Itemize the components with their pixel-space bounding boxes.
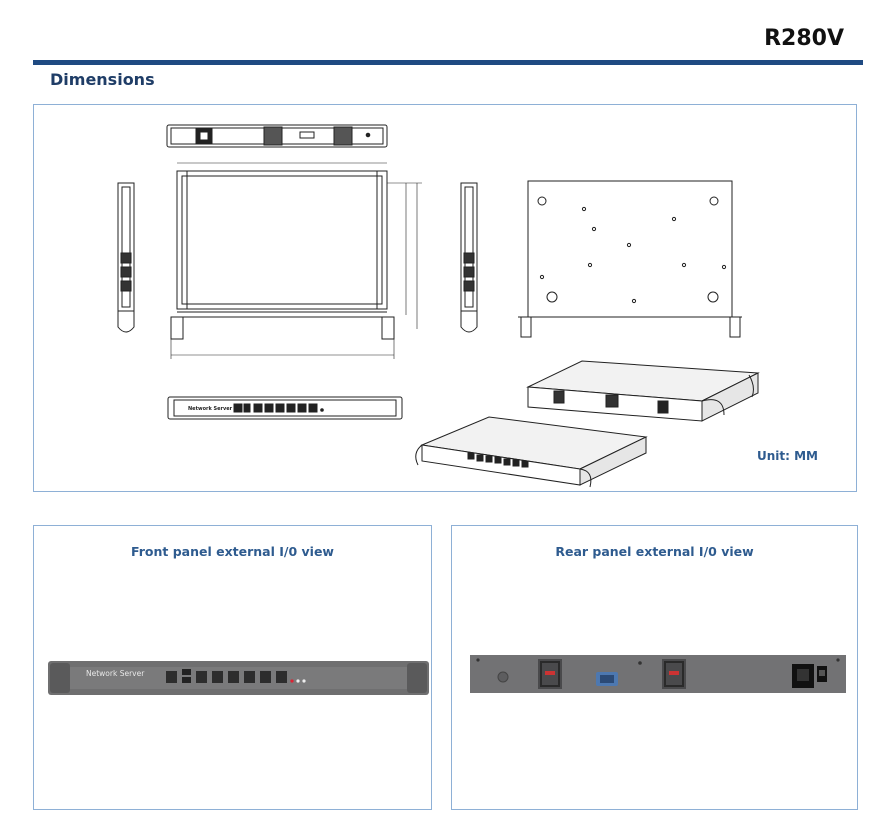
front-panel-title: Front panel external I/0 view [131, 544, 334, 559]
dimensions-drawing-box: Network Server [33, 104, 857, 492]
drawing-front-view: Network Server [167, 396, 403, 420]
dimension-drawings: Network Server [117, 124, 760, 488]
drawing-left-side-view [117, 182, 135, 333]
drawing-right-side-view [460, 182, 478, 333]
drawing-iso-rear [526, 360, 760, 422]
rear-panel-box: Rear panel external I/0 view [451, 525, 858, 810]
front-device-label: Network Server [86, 669, 145, 678]
unit-label: Unit: MM [757, 449, 818, 463]
drawing-front-label: Network Server [188, 406, 233, 412]
section-title-dimensions: Dimensions [50, 70, 155, 89]
drawing-iso-front [415, 416, 648, 488]
front-panel-box: Front panel external I/0 view Network Se… [33, 525, 432, 810]
drawing-top-view [170, 162, 422, 359]
rear-panel-image [470, 655, 846, 693]
header-rule [33, 60, 863, 65]
front-panel-image: Network Server [48, 661, 429, 695]
drawing-rear-view [166, 124, 388, 148]
rear-panel-title: Rear panel external I/0 view [555, 544, 754, 559]
drawing-bottom-view [518, 180, 742, 338]
model-title: R280V [764, 26, 844, 51]
